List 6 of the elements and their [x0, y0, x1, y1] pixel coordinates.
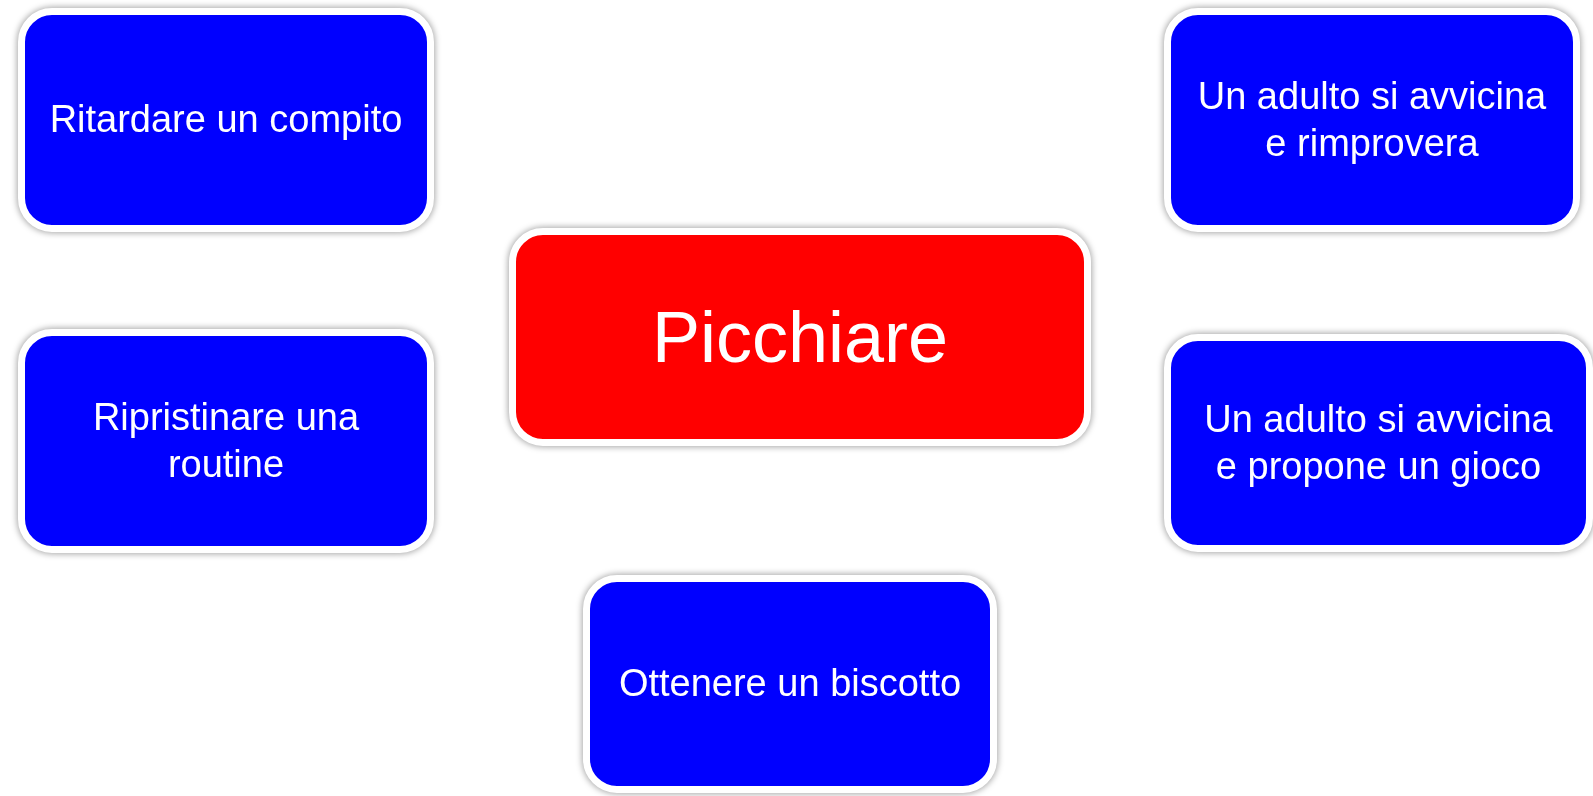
box-text: Un adulto si avvicina e rimprovera: [1196, 73, 1548, 166]
box-text: Ottenere un biscotto: [618, 661, 962, 707]
box-text: Picchiare: [651, 296, 949, 379]
box-text: Un adulto si avvicina e propone un gioco: [1203, 396, 1554, 489]
box-text: Ripristinare una routine: [91, 394, 361, 487]
box-text: Ritardare un compito: [49, 97, 403, 143]
